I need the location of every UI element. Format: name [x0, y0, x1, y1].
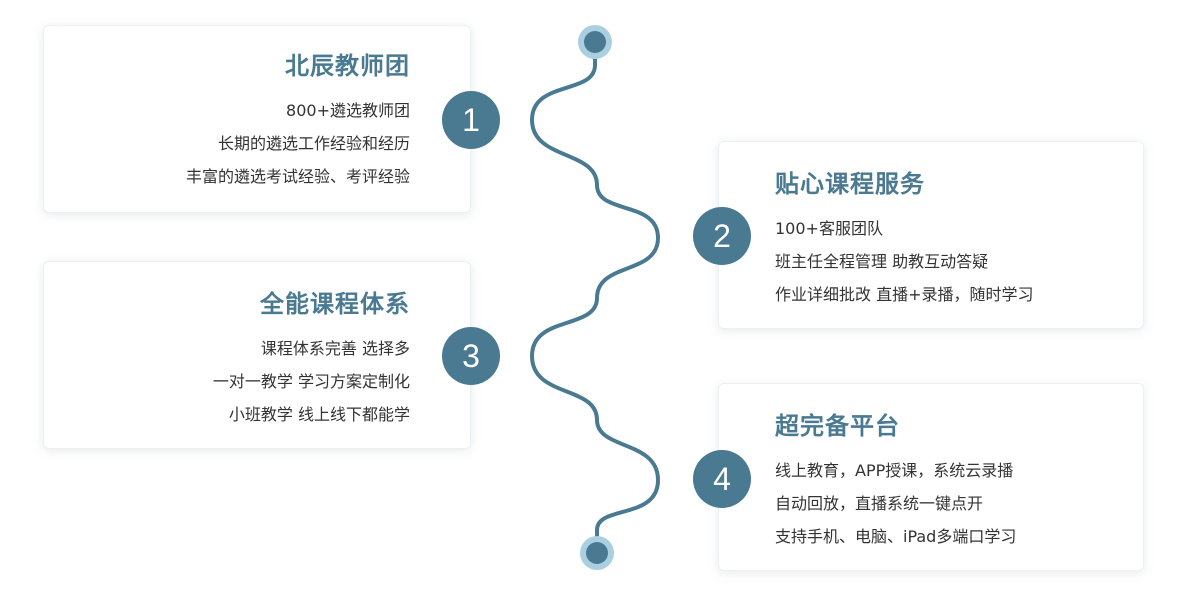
card-line: 班主任全程管理 助教互动答疑 [775, 252, 989, 271]
timeline-wave-line [529, 40, 661, 555]
step-number-badge: 1 [442, 91, 500, 149]
timeline-end-dot [580, 536, 614, 570]
step-number-badge: 3 [442, 327, 500, 385]
card-title: 贴心课程服务 [775, 170, 925, 198]
card-line: 100+客服团队 [775, 219, 883, 238]
card-line: 小班教学 线上线下都能学 [228, 405, 410, 424]
card-line: 丰富的遴选考试经验、考评经验 [185, 167, 410, 186]
card-line: 长期的遴选工作经验和经历 [217, 134, 410, 153]
card-platform: 超完备平台 线上教育，APP授课，系统云录播 自动回放，直播系统一键点开 支持手… [718, 383, 1144, 571]
timeline-start-dot [578, 25, 612, 59]
card-line: 作业详细批改 直播+录播，随时学习 [775, 285, 1034, 304]
card-line: 自动回放，直播系统一键点开 [775, 494, 984, 513]
card-teacher-team: 北辰教师团 800+遴选教师团 长期的遴选工作经验和经历 丰富的遴选考试经验、考… [43, 25, 471, 213]
card-line: 线上教育，APP授课，系统云录播 [775, 461, 1014, 480]
card-course-system: 全能课程体系 课程体系完善 选择多 一对一教学 学习方案定制化 小班教学 线上线… [43, 261, 471, 449]
step-number-badge: 2 [693, 207, 751, 265]
card-line: 一对一教学 学习方案定制化 [212, 372, 410, 391]
card-line: 课程体系完善 选择多 [260, 339, 410, 358]
card-title: 全能课程体系 [260, 290, 410, 318]
card-title: 超完备平台 [775, 412, 900, 440]
step-number-badge: 4 [693, 450, 751, 508]
card-title: 北辰教师团 [285, 52, 410, 80]
card-line: 800+遴选教师团 [286, 101, 410, 120]
card-line: 支持手机、电脑、iPad多端口学习 [775, 527, 1017, 546]
card-course-service: 贴心课程服务 100+客服团队 班主任全程管理 助教互动答疑 作业详细批改 直播… [718, 141, 1144, 329]
